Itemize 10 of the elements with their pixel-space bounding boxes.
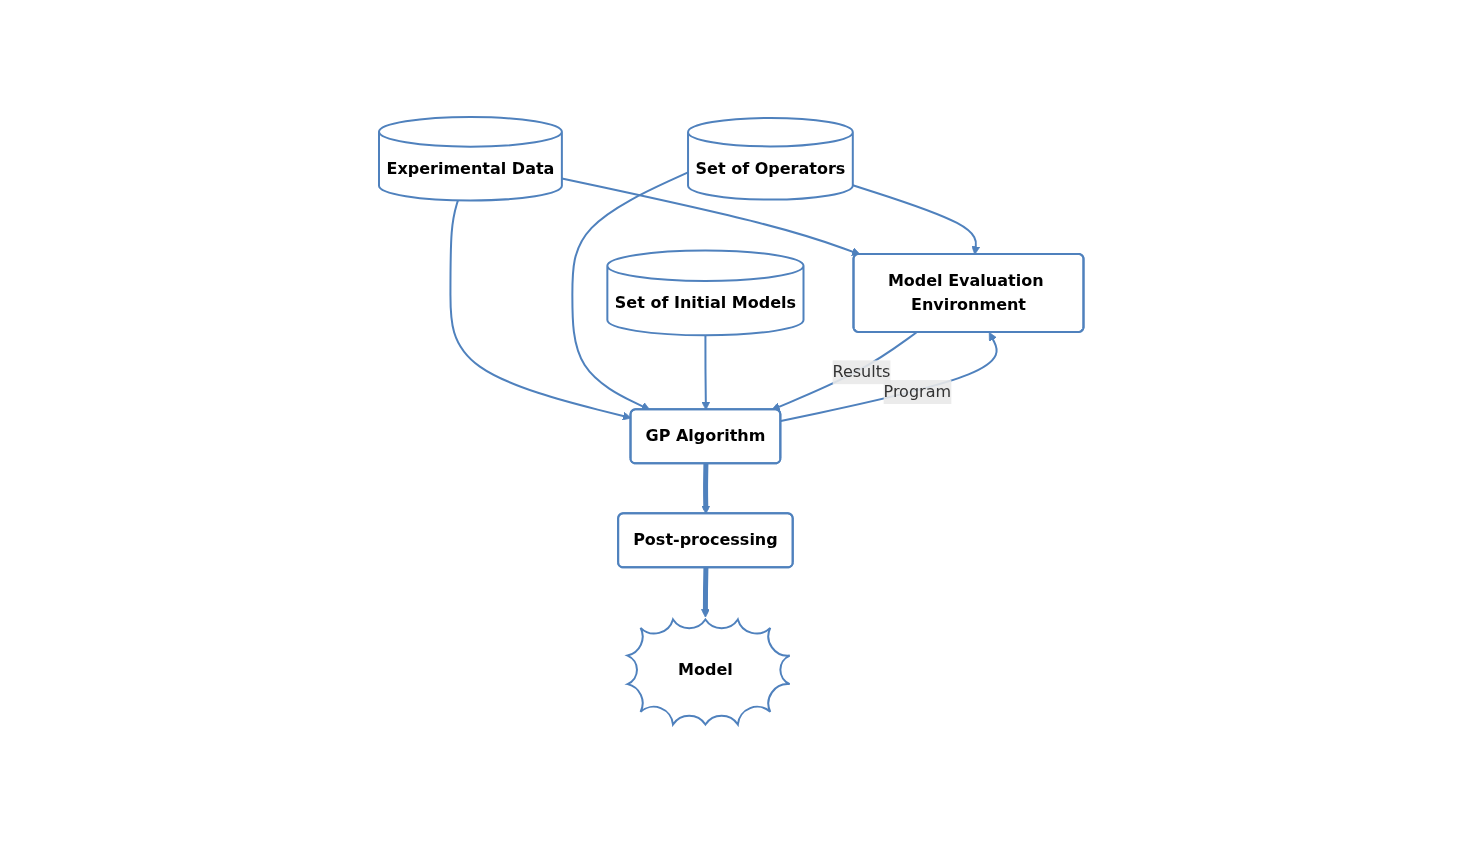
edge-label: Results bbox=[832, 362, 891, 382]
arrow bbox=[701, 568, 711, 618]
arrow bbox=[852, 184, 981, 256]
arrow bbox=[771, 331, 918, 412]
arrow bbox=[701, 464, 711, 515]
arrow bbox=[780, 332, 998, 423]
arrow bbox=[571, 171, 690, 411]
edge-label: Program bbox=[883, 382, 952, 402]
arrow bbox=[701, 334, 711, 411]
arrow bbox=[561, 177, 861, 257]
